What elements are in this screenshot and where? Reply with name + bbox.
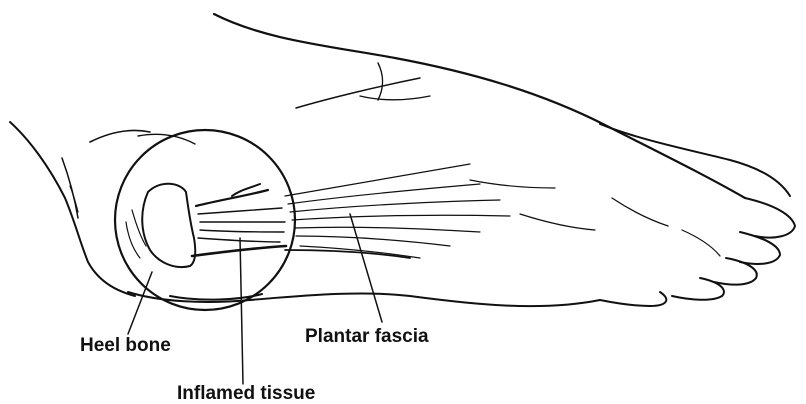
forefoot-top	[600, 124, 790, 196]
inflamed-tissue-label: Inflamed tissue	[177, 384, 315, 403]
ankle-top-contour	[214, 14, 745, 198]
plantar-fascia-pointer	[350, 214, 382, 322]
instep-line	[296, 78, 420, 108]
arch-line	[520, 214, 595, 230]
toe-3	[714, 258, 757, 285]
instep-line-2	[360, 96, 430, 100]
inflamed-tissue-fibers	[192, 184, 286, 256]
forefoot-crease	[682, 230, 720, 256]
ankle-bone-curve	[378, 63, 383, 100]
plantar-fascia-label: Plantar fascia	[305, 327, 429, 346]
plantar-fascia-fibers	[285, 164, 510, 258]
toe-1	[745, 198, 795, 238]
toe-4	[672, 278, 724, 300]
heel-crease	[70, 186, 78, 212]
heel-top-contour	[90, 130, 150, 142]
toe-5	[600, 292, 666, 306]
heel-bone-detail	[132, 210, 146, 246]
sole-crease	[470, 180, 555, 188]
heel-bone-shape	[142, 184, 195, 267]
ball-of-foot-line	[612, 198, 668, 226]
heel-bone-label: Heel bone	[80, 336, 171, 355]
inflamed-tissue-pointer	[240, 238, 243, 384]
